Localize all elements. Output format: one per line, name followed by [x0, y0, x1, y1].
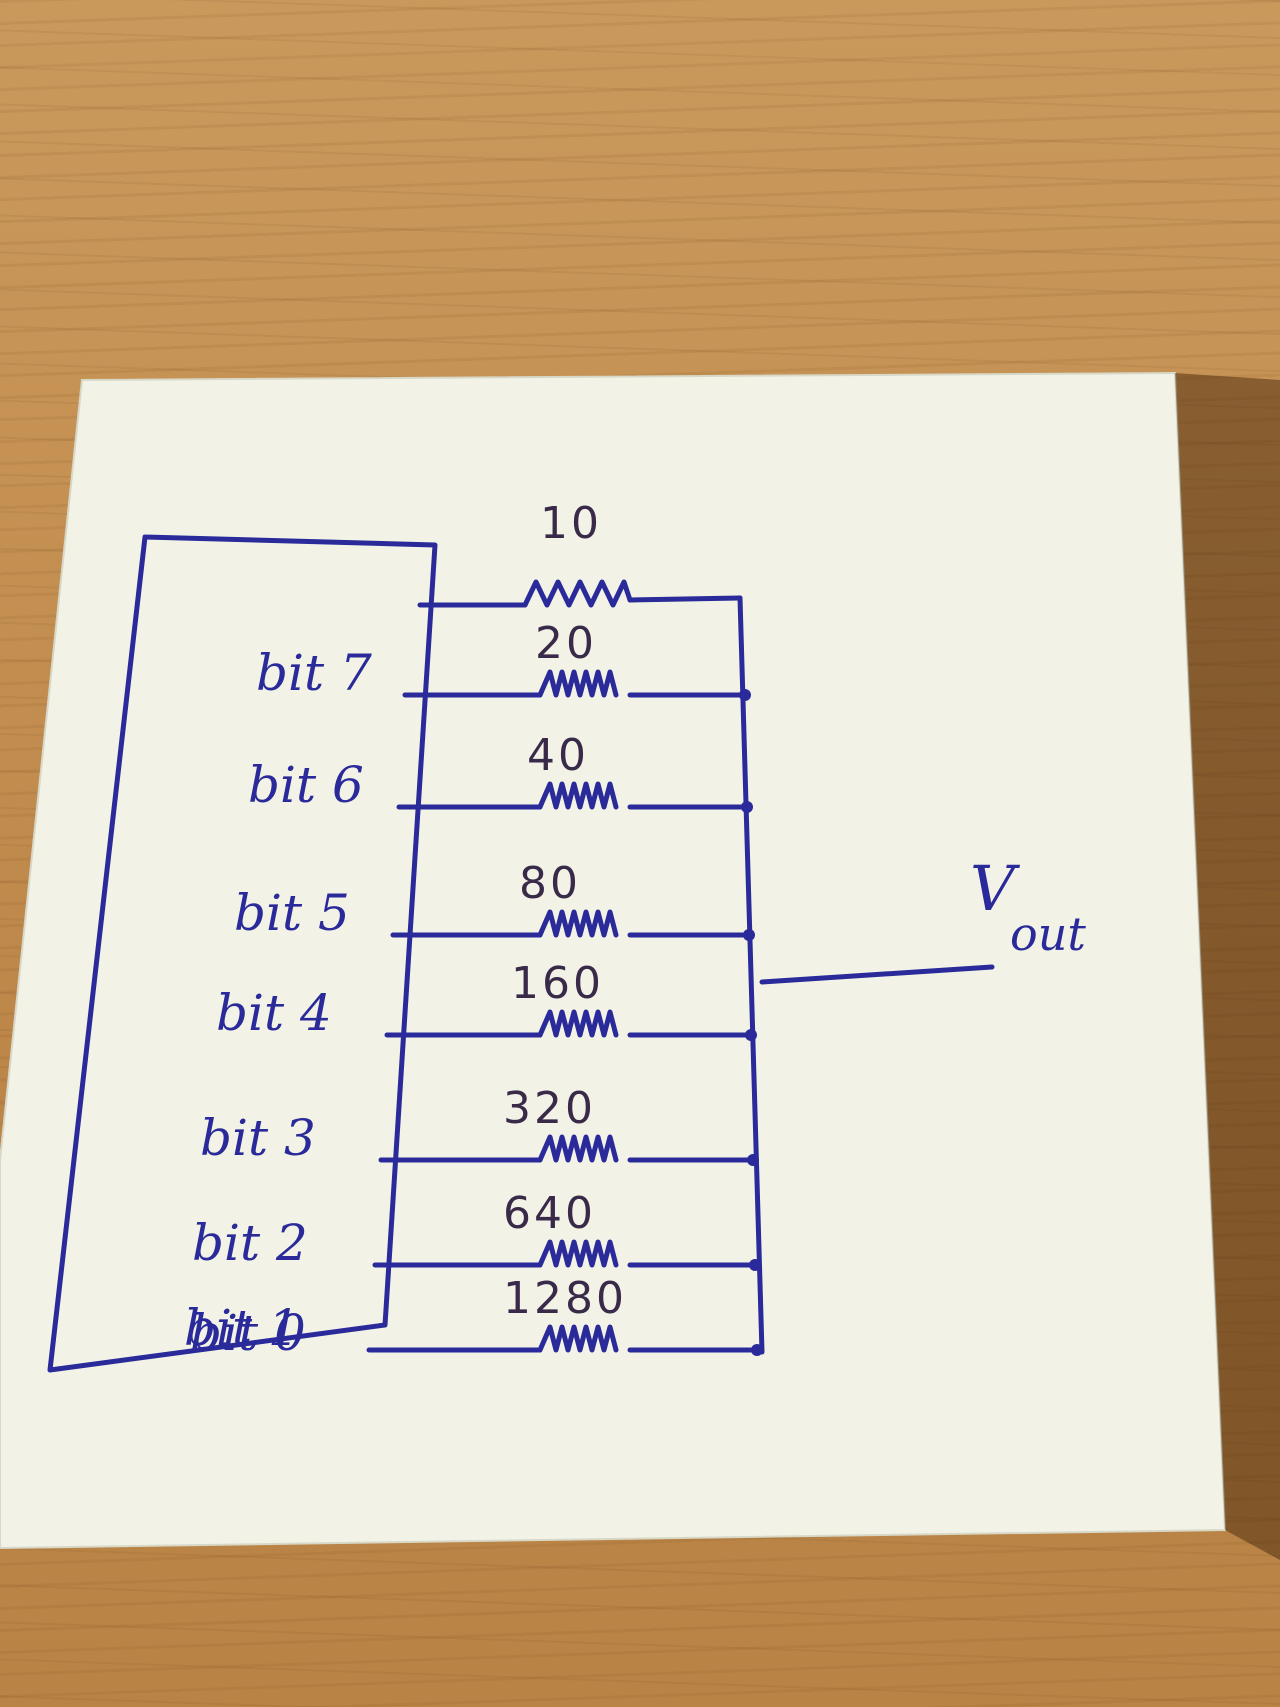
resistor-value: 160: [511, 958, 604, 1009]
top-lead-right: [627, 595, 743, 603]
top-resistor-value: 10: [540, 498, 602, 549]
resistor-value: 40: [527, 730, 589, 781]
bit-label: bit 7: [256, 644, 372, 702]
resistor-value: 80: [519, 858, 581, 909]
resistor-zigzag: [537, 1134, 619, 1163]
bit-label: bit 6: [248, 756, 364, 814]
bit-label: bit 2: [192, 1214, 308, 1272]
vout-label-main: V: [970, 852, 1021, 925]
resistor-zigzag: [537, 1239, 619, 1268]
chip-outline: [47, 534, 438, 1373]
resistor-value: 20: [535, 618, 597, 669]
resistor-zigzag: [537, 781, 619, 810]
sticky-note: [0, 371, 1227, 1550]
bit-label: bit 1: [184, 1299, 300, 1357]
resistor-value: 320: [503, 1083, 596, 1134]
vout-label-sub: out: [1010, 907, 1086, 961]
resistor-value: 640: [503, 1188, 596, 1239]
resistor-zigzag: [537, 1324, 619, 1353]
output-bus: [737, 595, 765, 1355]
bit-label: bit 3: [200, 1109, 316, 1167]
bit-label: bit 0: [190, 1304, 306, 1362]
resistor-zigzag: [537, 909, 619, 938]
bit-label: bit 4: [216, 984, 332, 1042]
resistor-value: 1280: [503, 1273, 627, 1324]
resistor-zigzag: [537, 669, 619, 698]
bit-label: bit 5: [234, 884, 350, 942]
top-resistor-zigzag: [522, 579, 633, 608]
resistor-zigzag: [537, 1009, 619, 1038]
output-wire: [759, 964, 995, 985]
note-shadow: [1175, 373, 1280, 1560]
